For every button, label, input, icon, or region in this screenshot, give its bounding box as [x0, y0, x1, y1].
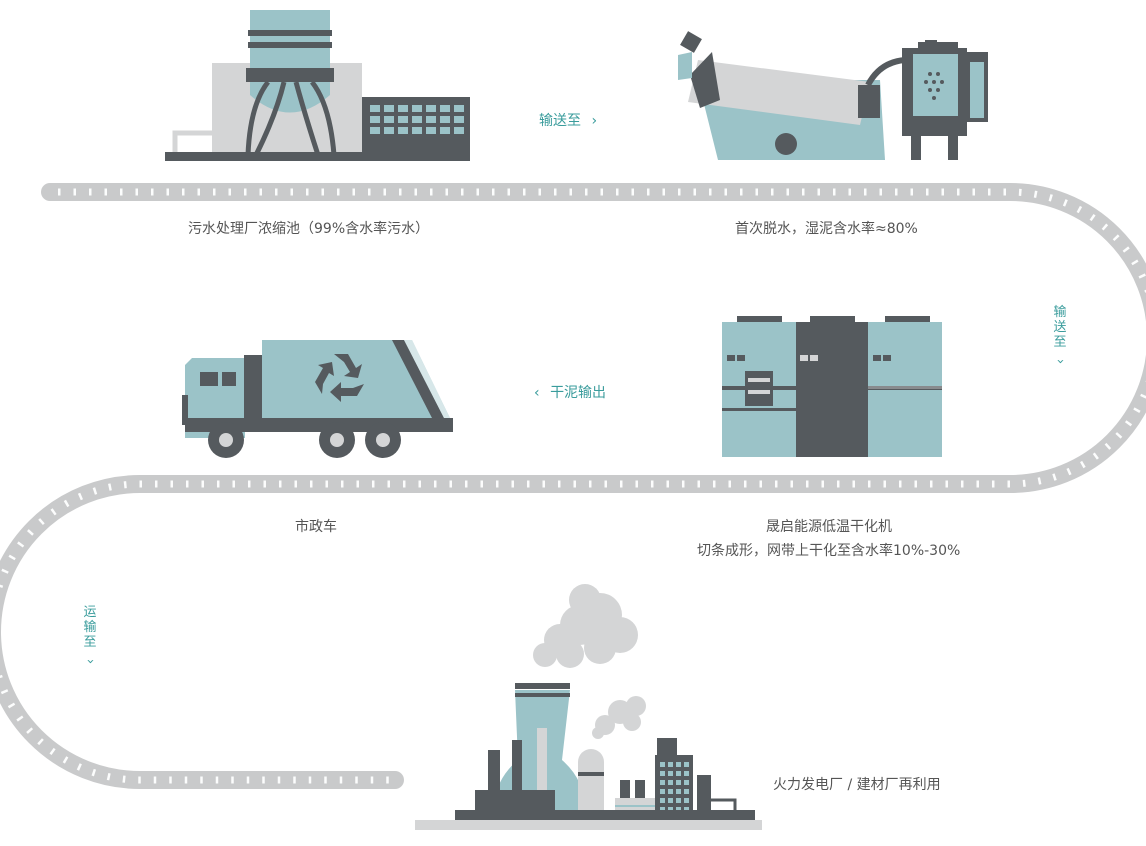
chevron-down-icon: ›: [82, 658, 98, 665]
window: [440, 127, 450, 134]
window: [454, 105, 464, 112]
window: [398, 105, 408, 112]
arrow-transport-to-vertical: 运输至 ›: [82, 605, 98, 669]
window: [398, 127, 408, 134]
window: [426, 116, 436, 123]
conveyor-chevrons: [0, 188, 1146, 784]
arrow-dry-sludge-out-label: 干泥输出: [550, 385, 607, 401]
window: [660, 771, 665, 776]
window: [412, 127, 422, 134]
window: [660, 789, 665, 794]
arrow-dry-sludge-out: ‹ 干泥输出: [534, 382, 606, 402]
window: [676, 771, 681, 776]
window: [384, 127, 394, 134]
window: [684, 807, 689, 812]
chevron-right-icon: ›: [591, 113, 598, 129]
window: [660, 798, 665, 803]
window: [668, 807, 673, 812]
window: [398, 116, 408, 123]
window: [676, 762, 681, 767]
step-sewage-tank-label: 污水处理厂浓缩池（99%含水率污水）: [188, 221, 430, 237]
window: [676, 798, 681, 803]
step-dryer-desc-label: 切条成形，网带上干化至含水率10%-30%: [697, 543, 961, 559]
window: [668, 789, 673, 794]
window: [676, 789, 681, 794]
step-dryer-name-label: 晟启能源低温干化机: [766, 519, 892, 535]
window: [684, 789, 689, 794]
window: [454, 127, 464, 134]
step-truck-label: 市政车: [295, 519, 337, 535]
window: [412, 105, 422, 112]
window: [660, 762, 665, 767]
window: [684, 762, 689, 767]
dewatering-machine-illustration: [678, 31, 988, 160]
window: [412, 116, 422, 123]
chevron-left-icon: ‹: [534, 385, 540, 401]
window: [454, 116, 464, 123]
thickening-tank-illustration: [165, 10, 470, 161]
step-dewatering-label: 首次脱水，湿泥含水率≈80%: [735, 221, 918, 237]
window: [684, 771, 689, 776]
window: [660, 807, 665, 812]
dryer-illustration: [722, 316, 942, 457]
window: [370, 127, 380, 134]
truck-illustration: [182, 340, 453, 458]
window: [668, 780, 673, 785]
chevron-down-icon: ›: [1052, 358, 1068, 365]
arrow-convey-to-vertical: 输送至 ›: [1052, 305, 1068, 369]
window: [684, 798, 689, 803]
arrow-convey-to-label: 输送至: [539, 113, 581, 129]
window: [440, 105, 450, 112]
window: [370, 105, 380, 112]
window: [668, 771, 673, 776]
window: [384, 116, 394, 123]
arrow-transport-to-vertical-label: 运输至: [83, 605, 97, 650]
window: [426, 105, 436, 112]
window: [660, 780, 665, 785]
power-plant-illustration: [415, 584, 762, 830]
arrow-convey-to: 输送至 ›: [539, 110, 597, 130]
window: [426, 127, 436, 134]
window: [668, 762, 673, 767]
window: [370, 116, 380, 123]
step-power-plant-label: 火力发电厂 / 建材厂再利用: [773, 777, 941, 793]
window: [684, 780, 689, 785]
recycle-icon: [315, 354, 364, 402]
window: [384, 105, 394, 112]
window: [440, 116, 450, 123]
arrow-convey-to-vertical-label: 输送至: [1053, 305, 1067, 350]
window: [676, 780, 681, 785]
window: [668, 798, 673, 803]
window: [676, 807, 681, 812]
